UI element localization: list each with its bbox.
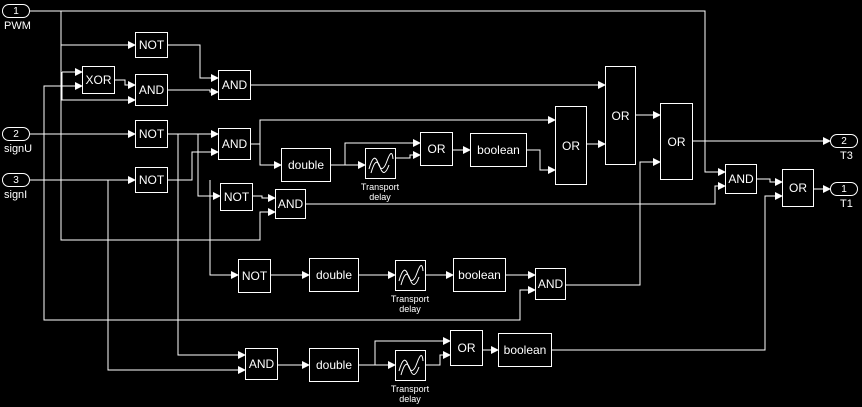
and-block-3[interactable]: AND xyxy=(218,128,251,160)
not-block-5[interactable]: NOT xyxy=(238,259,271,293)
transport-delay-block-1[interactable] xyxy=(365,148,396,179)
and-block-1[interactable]: AND xyxy=(218,70,251,100)
and-block-out[interactable]: AND xyxy=(725,164,757,194)
inport-signi-label: signI xyxy=(4,189,28,201)
sine-wave-icon xyxy=(398,355,424,376)
not-block-signu[interactable]: NOT xyxy=(135,120,168,148)
and-block-6[interactable]: AND xyxy=(245,348,278,380)
inport-signu-label: signU xyxy=(4,143,33,155)
and-block-5[interactable]: AND xyxy=(535,268,566,300)
or-block-out[interactable]: OR xyxy=(782,169,814,207)
inport-signi[interactable]: 3 xyxy=(2,173,30,187)
xor-block[interactable]: XOR xyxy=(82,66,115,94)
sine-wave-icon xyxy=(368,153,394,174)
not-block-signi[interactable]: NOT xyxy=(135,167,168,193)
outport-t3-label: T3 xyxy=(840,150,853,162)
boolean-block-2[interactable]: boolean xyxy=(453,258,506,292)
double-block-1[interactable]: double xyxy=(281,148,331,182)
transport-delay-block-2[interactable] xyxy=(395,260,426,291)
inport-pwm-label: PWM xyxy=(4,20,31,32)
transport-delay-block-3[interactable] xyxy=(395,350,426,381)
or-block-4[interactable]: OR xyxy=(660,103,693,180)
or-block-5[interactable]: OR xyxy=(450,330,483,366)
and-block-4[interactable]: AND xyxy=(275,189,306,219)
double-block-2[interactable]: double xyxy=(309,258,359,292)
or-block-2[interactable]: OR xyxy=(555,106,587,185)
not-block-pwm[interactable]: NOT xyxy=(135,32,168,58)
outport-t1-label: T1 xyxy=(840,198,853,210)
not-block-4[interactable]: NOT xyxy=(220,183,253,211)
boolean-block-1[interactable]: boolean xyxy=(470,133,527,167)
or-block-3[interactable]: OR xyxy=(605,66,636,165)
double-block-3[interactable]: double xyxy=(309,348,359,382)
sine-wave-icon xyxy=(398,265,424,286)
outport-t3[interactable]: 2 xyxy=(830,134,858,148)
inport-pwm[interactable]: 1 xyxy=(2,4,30,18)
and-block-2[interactable]: AND xyxy=(135,74,168,106)
outport-t1[interactable]: 1 xyxy=(830,182,858,196)
or-block-1[interactable]: OR xyxy=(420,132,453,166)
inport-signu[interactable]: 2 xyxy=(2,127,30,141)
boolean-block-3[interactable]: boolean xyxy=(498,333,552,367)
